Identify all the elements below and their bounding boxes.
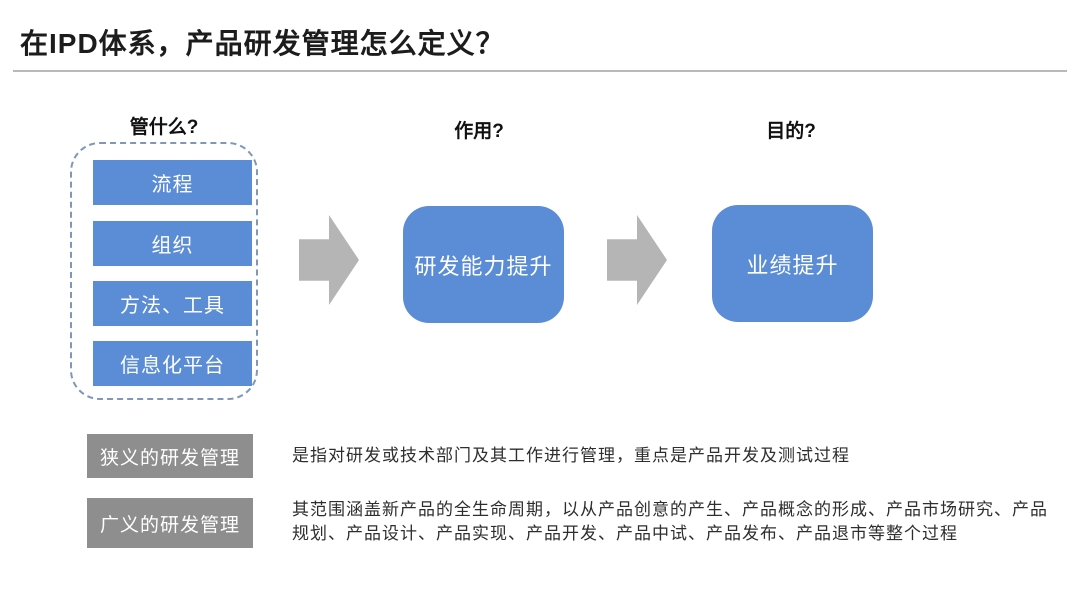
definition-label-narrow: 狭义的研发管理 bbox=[87, 434, 253, 478]
manage-item-process: 流程 bbox=[93, 160, 252, 205]
column-header-purpose: 目的? bbox=[766, 121, 816, 142]
title-divider bbox=[13, 70, 1067, 72]
manage-items-group-outline bbox=[70, 142, 258, 400]
performance-improvement-box: 业绩提升 bbox=[712, 205, 873, 322]
definition-label-broad: 广义的研发管理 bbox=[87, 498, 253, 548]
page-title: 在IPD体系，产品研发管理怎么定义？ bbox=[20, 28, 505, 59]
manage-item-organization: 组织 bbox=[93, 221, 252, 266]
column-header-what: 管什么? bbox=[129, 117, 199, 138]
column-header-function: 作用? bbox=[454, 121, 504, 142]
manage-item-methods-tools: 方法、工具 bbox=[93, 281, 252, 326]
definition-text-broad: 其范围涵盖新产品的全生命周期，以从产品创意的产生、产品概念的形成、产品市场研究、… bbox=[292, 500, 1048, 543]
right-arrow-icon bbox=[299, 215, 359, 305]
right-arrow-icon bbox=[607, 215, 667, 305]
capability-improvement-box: 研发能力提升 bbox=[403, 206, 564, 323]
manage-item-it-platform: 信息化平台 bbox=[93, 341, 252, 386]
definition-text-narrow: 是指对研发或技术部门及其工作进行管理，重点是产品开发及测试过程 bbox=[292, 446, 850, 465]
